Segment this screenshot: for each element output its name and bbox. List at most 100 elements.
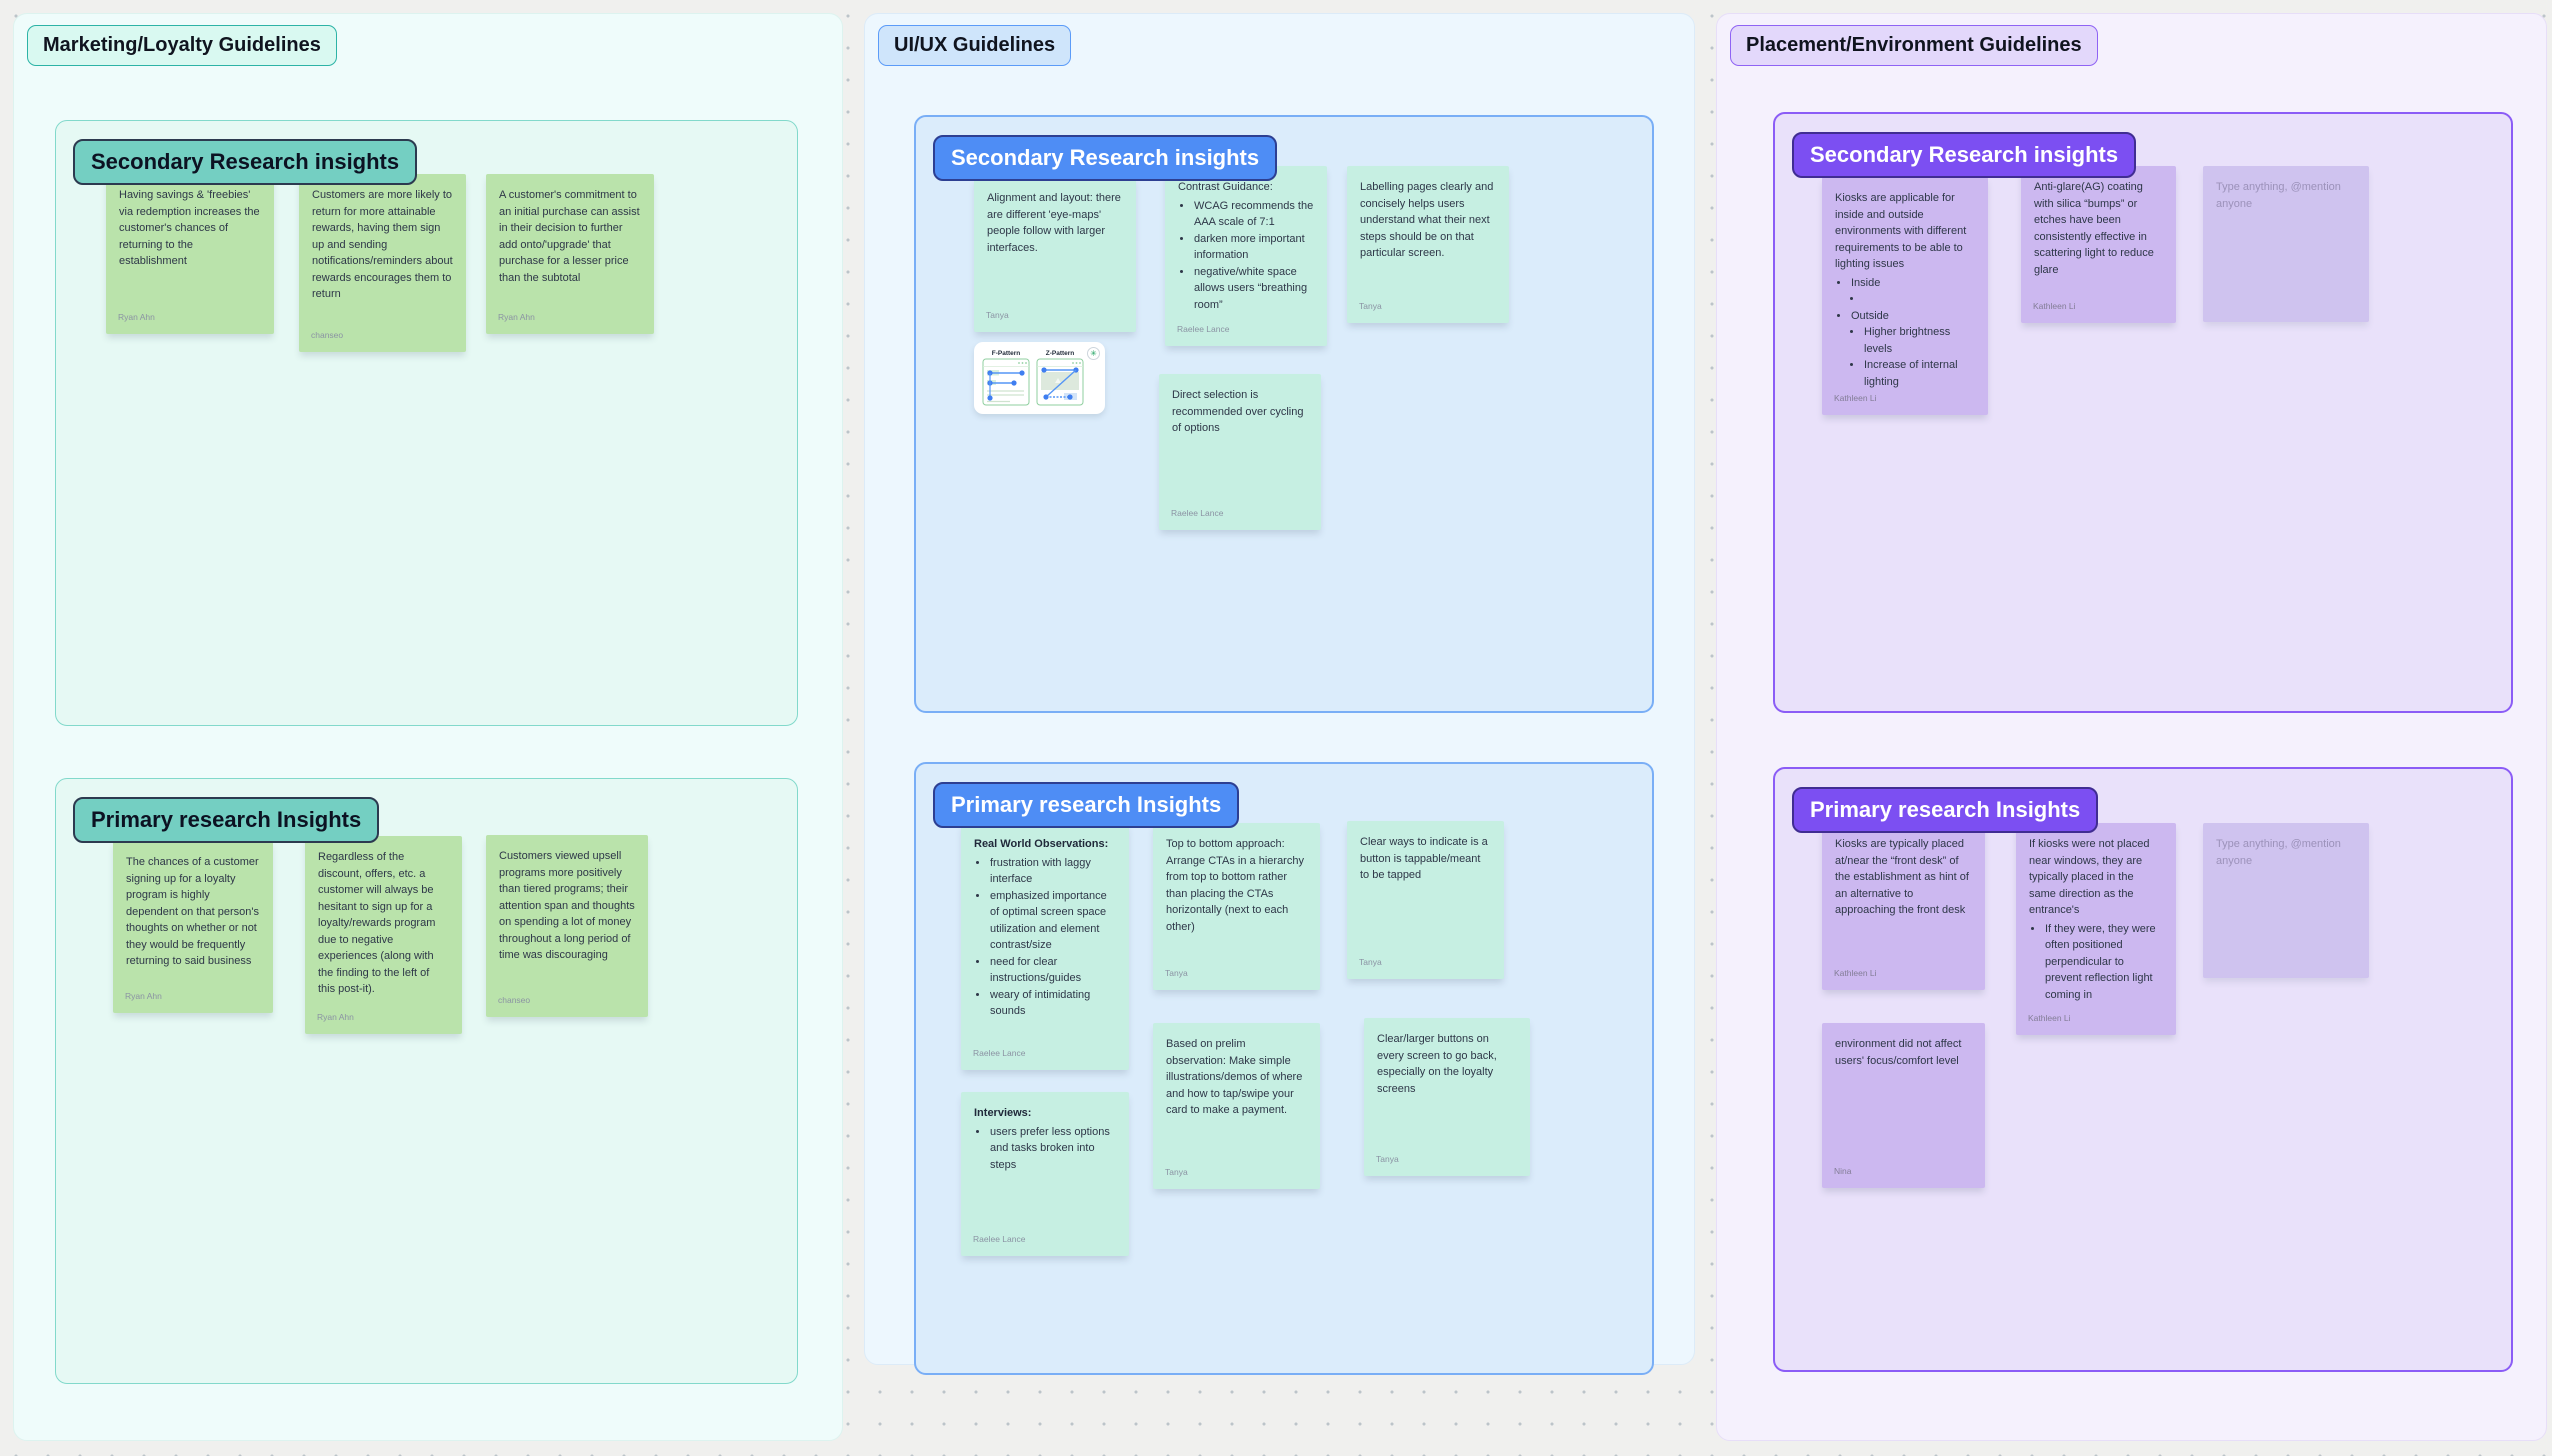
sticky-note[interactable]: Top to bottom approach: Arrange CTAs in … — [1153, 823, 1320, 990]
note-author: Tanya — [986, 309, 1009, 320]
sticky-note[interactable]: Having savings & 'freebies' via redempti… — [106, 174, 274, 334]
note-author: Tanya — [1359, 300, 1382, 311]
sparkle-icon[interactable]: ✳ — [1087, 347, 1100, 360]
note-text: A customer's commitment to an initial pu… — [499, 189, 640, 284]
bullet-item: emphasized importance of optimal screen … — [989, 888, 1116, 954]
note-bullet-list: users prefer less options and tasks brok… — [974, 1124, 1116, 1174]
section-header-marketing-secondary[interactable]: Secondary Research insights — [73, 139, 418, 185]
eye-pattern-image-card[interactable]: F-Pattern Z-Pattern — [974, 342, 1105, 414]
note-placeholder-text: Type anything, @mention anyone — [2216, 838, 2341, 867]
sticky-note[interactable]: Kiosks are typically placed at/near the … — [1822, 823, 1985, 990]
bullet-item: negative/white space allows users “breat… — [1193, 264, 1314, 314]
note-text: If kiosks were not placed near windows, … — [2029, 838, 2150, 916]
note-author: Tanya — [1376, 1153, 1399, 1164]
section-marketing-secondary[interactable]: Secondary Research insights Having savin… — [55, 120, 798, 726]
note-author: Ryan Ahn — [317, 1011, 354, 1022]
sticky-note[interactable]: Labelling pages clearly and concisely he… — [1347, 166, 1509, 323]
sticky-note[interactable]: Direct selection is recommended over cyc… — [1159, 374, 1321, 530]
sticky-note-empty[interactable]: Type anything, @mention anyone — [2203, 823, 2369, 978]
note-bullet-list: WCAG recommends the AAA scale of 7:1 dar… — [1178, 198, 1314, 314]
note-heading: Contrast Guidance: — [1178, 181, 1273, 193]
frame-marketing-loyalty: Marketing/Loyalty Guidelines Secondary R… — [13, 13, 843, 1441]
bullet-item: Inside — [1850, 275, 1975, 292]
note-author: Raelee Lance — [973, 1047, 1026, 1058]
sticky-note[interactable]: Contrast Guidance: WCAG recommends the A… — [1165, 166, 1327, 346]
f-pattern-label: F-Pattern — [992, 350, 1021, 357]
bullet-item — [1863, 291, 1975, 308]
note-text: Alignment and layout: there are differen… — [987, 192, 1121, 254]
sticky-note[interactable]: Real World Observations: frustration wit… — [961, 823, 1129, 1070]
note-author: Tanya — [1359, 956, 1382, 967]
note-author: Kathleen Li — [1834, 967, 1877, 978]
frame-uiux: UI/UX Guidelines Secondary Research insi… — [864, 13, 1695, 1375]
sticky-note[interactable]: Anti-glare(AG) coating with silica “bump… — [2021, 166, 2176, 323]
note-bullet-list: frustration with laggy interface emphasi… — [974, 855, 1116, 1020]
note-author: chanseo — [311, 329, 344, 340]
note-author: Ryan Ahn — [118, 311, 155, 322]
note-text: Customers viewed upsell programs more po… — [499, 850, 635, 961]
sticky-note[interactable]: Clear/larger buttons on every screen to … — [1364, 1018, 1530, 1176]
section-uiux-secondary[interactable]: Secondary Research insights Alignment an… — [914, 115, 1654, 713]
sticky-note[interactable]: The chances of a customer signing up for… — [113, 841, 273, 1013]
note-author: chanseo — [498, 994, 531, 1005]
note-author: Nina — [1834, 1165, 1852, 1176]
note-text: Direct selection is recommended over cyc… — [1172, 389, 1304, 434]
note-text: The chances of a customer signing up for… — [126, 856, 259, 967]
note-text: Regardless of the discount, offers, etc.… — [318, 851, 436, 995]
sticky-note-empty[interactable]: Type anything, @mention anyone — [2203, 166, 2369, 322]
section-header-uiux-secondary[interactable]: Secondary Research insights — [933, 135, 1278, 181]
note-text: Customers are more likely to return for … — [312, 189, 453, 300]
frame-title-placement[interactable]: Placement/Environment Guidelines — [1730, 25, 2098, 66]
z-pattern-label: Z-Pattern — [1046, 350, 1075, 357]
section-header-placement-secondary[interactable]: Secondary Research insights — [1792, 132, 2137, 178]
note-text: Anti-glare(AG) coating with silica “bump… — [2034, 181, 2154, 276]
section-placement-primary[interactable]: Primary research Insights Kiosks are typ… — [1773, 767, 2513, 1372]
frame-placement-environment: Placement/Environment Guidelines Seconda… — [1716, 13, 2547, 1441]
note-heading: Real World Observations: — [974, 838, 1109, 850]
sticky-note[interactable]: If kiosks were not placed near windows, … — [2016, 823, 2176, 1035]
section-placement-secondary[interactable]: Secondary Research insights Kiosks are a… — [1773, 112, 2513, 713]
section-marketing-primary[interactable]: Primary research Insights The chances of… — [55, 778, 798, 1384]
sticky-note[interactable]: Customers are more likely to return for … — [299, 174, 466, 352]
bullet-item: darken more important information — [1193, 231, 1314, 264]
eye-pattern-diagram: F-Pattern Z-Pattern — [982, 350, 1084, 406]
sticky-note[interactable]: Customers viewed upsell programs more po… — [486, 835, 648, 1017]
bullet-item: weary of intimidating sounds — [989, 987, 1116, 1020]
note-author: Kathleen Li — [1834, 392, 1877, 403]
note-author: Ryan Ahn — [125, 990, 162, 1001]
frame-title-uiux[interactable]: UI/UX Guidelines — [878, 25, 1072, 66]
bullet-item: Increase of internal lighting — [1863, 357, 1975, 390]
note-bullet-list: Inside Outside Higher brightness levels … — [1835, 275, 1975, 391]
sticky-note[interactable]: Kiosks are applicable for inside and out… — [1822, 177, 1988, 415]
bullet-item: need for clear instructions/guides — [989, 954, 1116, 987]
section-header-placement-primary[interactable]: Primary research Insights — [1792, 787, 2099, 833]
frame-title-marketing[interactable]: Marketing/Loyalty Guidelines — [27, 25, 337, 66]
section-header-uiux-primary[interactable]: Primary research Insights — [933, 782, 1240, 828]
bullet-item: users prefer less options and tasks brok… — [989, 1124, 1116, 1174]
section-uiux-primary[interactable]: Primary research Insights Real World Obs… — [914, 762, 1654, 1375]
bullet-item: frustration with laggy interface — [989, 855, 1116, 888]
sticky-note[interactable]: Regardless of the discount, offers, etc.… — [305, 836, 462, 1034]
section-header-marketing-primary[interactable]: Primary research Insights — [73, 797, 380, 843]
sticky-note[interactable]: Clear ways to indicate is a button is ta… — [1347, 821, 1504, 979]
note-author: Kathleen Li — [2033, 300, 2076, 311]
note-text: Top to bottom approach: Arrange CTAs in … — [1166, 838, 1304, 933]
note-bullet-list: If they were, they were often positioned… — [2029, 921, 2163, 1004]
note-text: Clear/larger buttons on every screen to … — [1377, 1033, 1497, 1095]
note-text: Having savings & 'freebies' via redempti… — [119, 189, 260, 267]
note-author: Raelee Lance — [1171, 507, 1224, 518]
sticky-note[interactable]: Interviews: users prefer less options an… — [961, 1092, 1129, 1256]
sticky-note[interactable]: environment did not affect users' focus/… — [1822, 1023, 1985, 1188]
bullet-item: Outside — [1850, 308, 1975, 325]
bullet-item: WCAG recommends the AAA scale of 7:1 — [1193, 198, 1314, 231]
sticky-note[interactable]: Based on prelim observation: Make simple… — [1153, 1023, 1320, 1189]
sticky-note[interactable]: Alignment and layout: there are differen… — [974, 177, 1136, 332]
note-text: Kiosks are applicable for inside and out… — [1835, 192, 1967, 270]
note-text: Kiosks are typically placed at/near the … — [1835, 838, 1969, 916]
note-author: Ryan Ahn — [498, 311, 535, 322]
note-placeholder-text: Type anything, @mention anyone — [2216, 181, 2341, 210]
sticky-note[interactable]: A customer's commitment to an initial pu… — [486, 174, 654, 334]
note-author: Raelee Lance — [973, 1233, 1026, 1244]
bullet-item: Higher brightness levels — [1863, 324, 1975, 357]
